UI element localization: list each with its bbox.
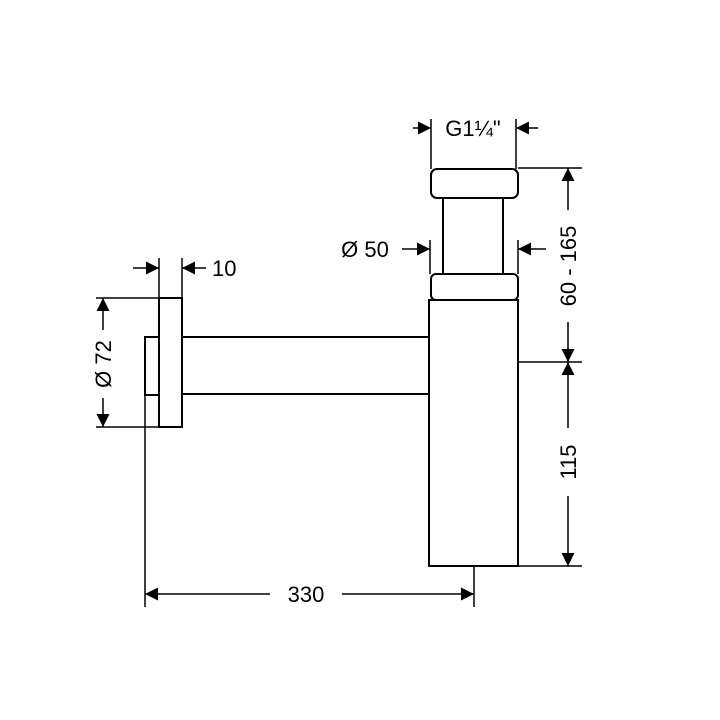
rosette-diameter-label: Ø 72 xyxy=(91,340,116,388)
trap-height-label: 115 xyxy=(556,444,581,479)
horizontal-outlet-pipe xyxy=(181,336,430,395)
pipe-diameter-dimension: Ø 50 xyxy=(341,237,546,262)
thread-dimension: G1¼" xyxy=(413,116,538,141)
pipe-diameter-label: Ø 50 xyxy=(341,237,389,262)
thread-label: G1¼" xyxy=(445,116,501,141)
rosette-diameter-dimension: Ø 72 xyxy=(91,298,116,427)
lower-collar xyxy=(430,273,519,301)
trap-bottle-body xyxy=(428,299,519,567)
flange-thickness-dimension: 10 xyxy=(133,256,236,281)
projection-label: 330 xyxy=(288,582,325,607)
flange-thickness-label: 10 xyxy=(212,256,236,281)
vertical-inlet-tube xyxy=(442,197,504,275)
height-adjust-label: 60 - 165 xyxy=(556,226,581,307)
wall-stub xyxy=(144,336,160,396)
upper-nut xyxy=(430,168,519,199)
height-adjust-dimension: 60 - 165 xyxy=(556,168,581,362)
projection-dimension: 330 xyxy=(145,582,474,607)
wall-rosette xyxy=(158,297,183,428)
trap-height-dimension: 115 xyxy=(556,362,581,566)
